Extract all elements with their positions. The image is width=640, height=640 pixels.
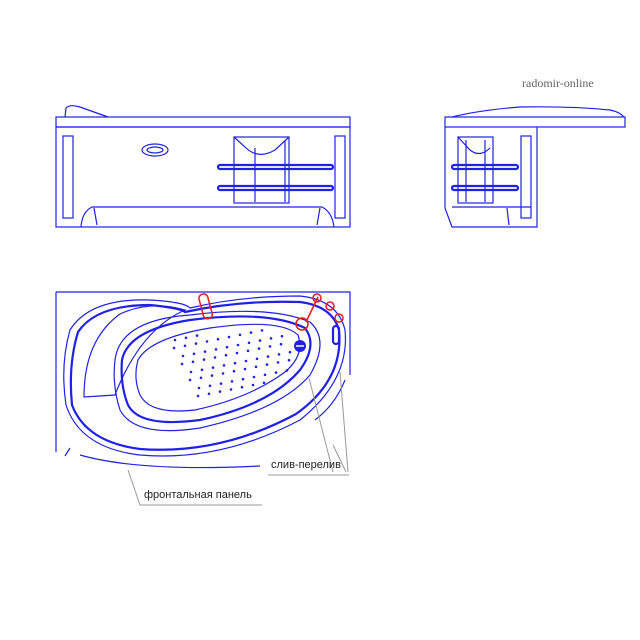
front-panel-label: фронтальная панель [144,489,252,501]
jet-dot [218,390,222,393]
jet-dot [235,351,239,355]
jet-dot [208,384,212,388]
jet-dot [221,372,225,375]
jet-dot [254,365,258,369]
spout-icon [295,317,309,331]
jet-dot [199,376,203,380]
jet-dot [214,348,218,351]
plan-view [55,291,351,469]
jet-dot [258,339,262,342]
jet-dot [194,342,198,345]
jet-dot [202,358,206,361]
jet-dot [188,378,192,382]
jet-dot [249,331,253,334]
jet-dot [184,336,188,340]
jet-dot [227,335,231,339]
watermark: radomir-online [522,76,594,90]
jet-dot [280,334,284,338]
jet-dot [195,334,199,337]
jet-dot [222,364,226,367]
jet-dot [183,344,187,348]
jet-dot [196,394,200,398]
jet-dot [263,373,267,377]
jet-dot [219,382,223,385]
drain-overflow-label: слив-перелив [271,459,341,471]
jet-dot [287,358,291,362]
jet-dot [255,357,259,361]
valve-icon [325,301,335,311]
jet-dot [244,359,248,363]
jet-dot [257,347,261,350]
jet-dot [251,383,255,387]
front-elevation-view [55,105,351,228]
jet-dot [279,342,283,346]
jet-dot [189,370,193,374]
jet-dot [233,361,237,365]
jet-dot [172,346,176,350]
jet-dot [274,371,278,374]
jet-dot [197,386,201,390]
jet-dot [238,333,242,337]
jet-dot [207,392,211,396]
jet-dot [277,353,281,356]
jet-dot [180,362,184,366]
jet-dot [216,337,220,341]
fittings [198,293,344,331]
jet-dot [265,363,269,366]
jet-dot [247,341,251,345]
jet-dot [225,345,229,349]
jet-dot [232,369,236,373]
jet-dot [181,354,185,358]
jet-dot [213,356,217,359]
jet-dot [205,340,209,343]
side-elevation-view [444,106,626,228]
jet-dot [266,355,270,358]
jet-dot [211,366,215,369]
jet-dot [276,361,280,364]
jet-dot [210,374,214,377]
jet-dot [200,368,204,372]
jet-dot [224,353,228,357]
jet-dot [262,381,266,385]
jet-dot [260,329,264,332]
mixer-knob-icon [312,293,322,303]
jet-dot [241,377,245,381]
jet-dot [288,350,292,354]
jet-dot [243,367,247,371]
mixer-icon [305,296,319,323]
hydromassage-jets [172,329,292,398]
jet-dot [269,337,273,340]
jet-dot [268,345,272,348]
jet-dot [236,343,240,347]
jet-dot [252,375,256,379]
jet-dot [229,388,233,391]
handle-icon [198,293,214,320]
jet-dot [191,360,195,364]
jet-dot [285,369,289,372]
overflow-icon [331,324,341,346]
jet-dot [173,338,177,342]
leader-lines [127,371,349,506]
jet-dot [246,349,250,353]
jet-dot [192,352,196,356]
jet-dot [203,350,207,353]
valve-icon [334,313,344,323]
jet-dot [230,380,234,383]
jet-dot [240,385,244,389]
